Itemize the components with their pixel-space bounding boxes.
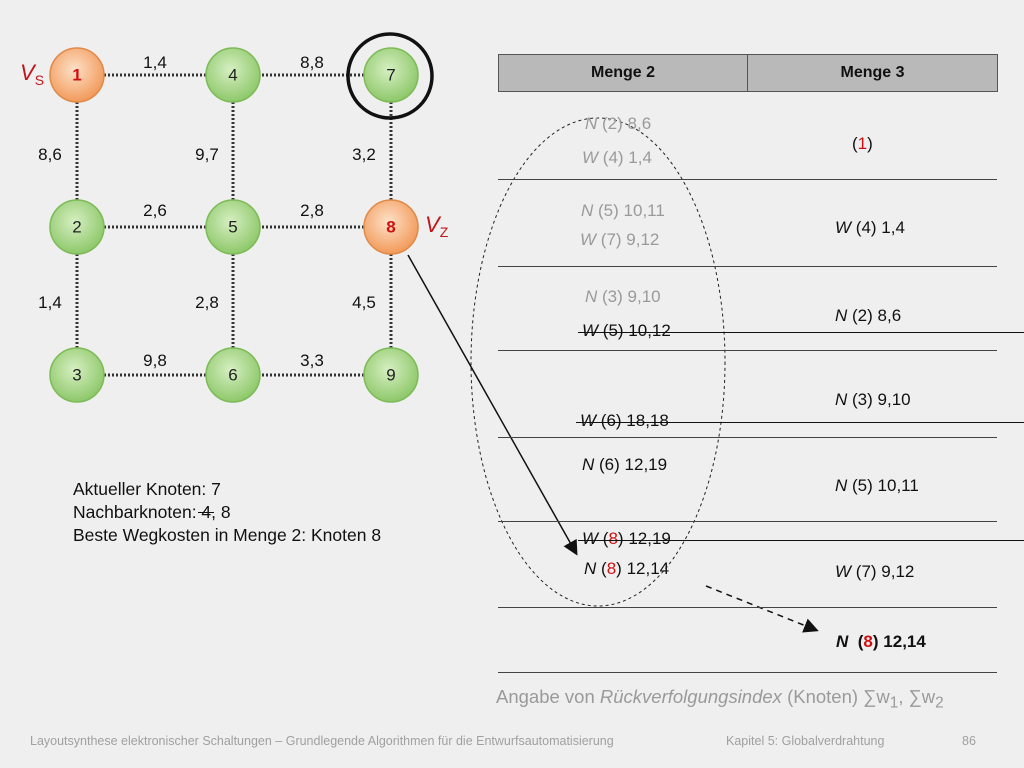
row-separator [498, 521, 997, 522]
node-label-2: 2 [72, 218, 81, 237]
row-separator [498, 350, 997, 351]
node-label-4: 4 [228, 66, 237, 85]
row-separator [498, 672, 997, 673]
arrow-node8-to-menge2 [407, 254, 578, 556]
neighbor-nodes-text: Nachbarknoten: 4, 8 [73, 502, 231, 522]
menge2-entry: W (4) 1,4 [582, 148, 652, 167]
edge-label-1-4: 1,4 [143, 53, 167, 72]
menge3-entry: (1) [852, 134, 873, 153]
row-separator [498, 266, 997, 267]
best-cost-text: Beste Wegkosten in Menge 2: Knoten 8 [73, 525, 382, 545]
node-5[interactable]: 5 [205, 199, 261, 255]
current-node-ring [346, 32, 434, 120]
node-label-5: 5 [228, 218, 237, 237]
edge-label-8-9: 4,5 [352, 293, 376, 312]
edge-label-7-8: 3,2 [352, 145, 376, 164]
edge-label-2-3: 1,4 [38, 293, 62, 312]
node-7[interactable]: 7 [363, 47, 419, 103]
node-label-6: 6 [228, 366, 237, 385]
row-separator [498, 179, 997, 180]
footer-page-number: 86 [962, 734, 976, 748]
menge2-entry-best: N (8) 12,14 [584, 559, 670, 578]
arrow-menge2-to-menge3 [705, 585, 819, 633]
edge-label-4-7: 8,8 [300, 53, 324, 72]
menge3-entry: W (4) 1,4 [835, 218, 905, 237]
menge2-entry-struck: W (8) 12,19 [578, 529, 1024, 549]
menge3-entry-final: N (8) 12,14 [836, 632, 926, 651]
edge-label-3-6: 9,8 [143, 351, 167, 370]
node-label-1: 1 [72, 66, 81, 85]
struck-neighbor: 4 [201, 502, 212, 522]
node-label-9: 9 [386, 366, 395, 385]
menge2-entry: N (2) 8,6 [585, 114, 652, 133]
node-3[interactable]: 3 [49, 347, 105, 403]
node-8[interactable]: 8 [363, 199, 419, 255]
node-label-8: 8 [386, 218, 395, 237]
menge2-entry-struck: W (5) 10,12 [578, 321, 1024, 341]
node-9[interactable]: 9 [363, 347, 419, 403]
row-separator [498, 437, 997, 438]
menge2-entry-struck: W (6) 18,18 [576, 411, 1024, 431]
edge-label-5-6: 2,8 [195, 293, 219, 312]
footer-course-title: Layoutsynthese elektronischer Schaltunge… [30, 734, 614, 748]
edge-label-4-5: 9,7 [195, 145, 219, 164]
vs-label: VS [20, 60, 44, 88]
edge-label-2-5: 2,6 [143, 201, 167, 220]
node-1[interactable]: 1 [49, 47, 105, 103]
menge3-entry: N (3) 9,10 [835, 390, 911, 409]
node-4[interactable]: 4 [205, 47, 261, 103]
header-menge3: Menge 3 [747, 54, 998, 92]
node-2[interactable]: 2 [49, 199, 105, 255]
edge-label-6-9: 3,3 [300, 351, 324, 370]
menge3-entry: N (2) 8,6 [835, 306, 902, 325]
current-node-text: Aktueller Knoten: 7 [73, 479, 221, 499]
header-menge2: Menge 2 [498, 54, 748, 92]
menge3-entry: N (5) 10,11 [835, 476, 919, 495]
node-label-3: 3 [72, 366, 81, 385]
edge-label-1-2: 8,6 [38, 145, 62, 164]
menge3-entry: W (7) 9,12 [835, 562, 915, 581]
menge2-ellipse [470, 117, 726, 607]
vz-label: VZ [425, 212, 449, 240]
menge2-entry: W (7) 9,12 [580, 230, 660, 249]
info-block: Aktueller Knoten: 7 Nachbarknoten: 4, 8 … [73, 478, 381, 547]
row-separator [498, 607, 997, 608]
footer-chapter: Kapitel 5: Globalverdrahtung [726, 734, 885, 748]
edge-label-5-8: 2,8 [300, 201, 324, 220]
node-label-7: 7 [386, 66, 395, 85]
menge2-entry: N (5) 10,11 [581, 201, 665, 220]
node-6[interactable]: 6 [205, 347, 261, 403]
menge2-entry: N (3) 9,10 [585, 287, 661, 306]
menge2-entry: N (6) 12,19 [582, 455, 668, 474]
caption-text: Angabe von Rückverfolgungsindex (Knoten)… [496, 686, 944, 712]
